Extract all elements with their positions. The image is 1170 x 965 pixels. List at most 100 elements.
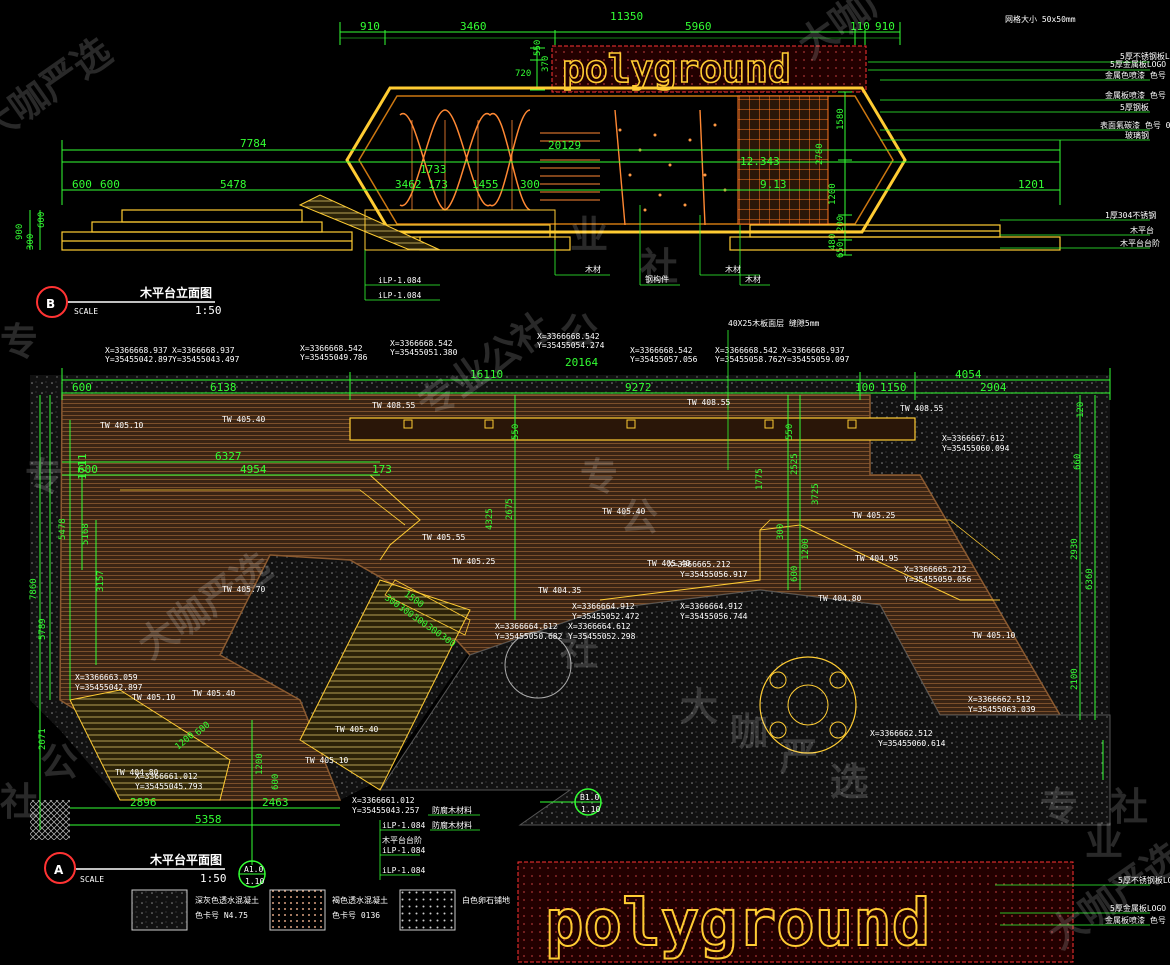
elev-mid-dim-3: 5478 (220, 178, 247, 191)
legend-0-sub: 色卡号 N4.75 (195, 910, 248, 920)
elev-right-dim-3: 200 (836, 216, 846, 232)
cm-23: Y=35455043.257 (352, 806, 420, 815)
tw-7: TW 405.25 (452, 557, 496, 566)
elev-left-vert-2: 600 (37, 212, 47, 228)
elev-mid-dim-11: 300 (520, 178, 540, 191)
plan-coord-5: Y=35455049.786 (300, 353, 368, 362)
ref-a-top: A1.0 (244, 865, 263, 874)
vd-22: 600 (271, 774, 281, 790)
ref-b-bot: 1.10 (581, 805, 600, 814)
cm-18: X=3366662.512 (870, 729, 933, 738)
vd-21: 1200 (255, 753, 265, 775)
cm-3: Y=35455056.917 (680, 570, 748, 579)
coords-mid: X=3366667.612 Y=35455060.094 X=3366665.2… (75, 434, 1036, 815)
plan-row2-dim-3: 4954 (240, 463, 267, 476)
tw-1: TW 405.40 (222, 415, 266, 424)
section-ref-a[interactable]: A1.0 1.10 (238, 720, 266, 888)
plan-coord-13: Y=35455058.762 (715, 355, 783, 364)
cm-16: X=3366662.512 (968, 695, 1031, 704)
elev-callout-6: 玻璃钢 (1125, 130, 1149, 140)
legend-2-label: 白色卵石铺地 (462, 895, 510, 905)
wm-3: 公 (560, 310, 598, 354)
plan-coord-4: X=3366668.542 (300, 344, 363, 353)
wm-2: 业 (570, 213, 608, 257)
plan-coord-10: X=3366668.542 (630, 346, 693, 355)
plan-bottom-dim-0: 2896 (130, 796, 157, 809)
elev-left-dim-0: 720 (515, 69, 531, 79)
section-b-scale-label: SCALE (74, 307, 98, 316)
legend-0-label: 深灰色透水混凝土 (195, 895, 259, 905)
cm-0: X=3366667.612 (942, 434, 1005, 443)
plan-view: 600 6138 16110 20164 9272 100 1150 4054 … (29, 318, 1111, 888)
section-a-scale: 1:50 (200, 872, 227, 885)
plan-top-dim-5: 100 (855, 381, 875, 394)
wm-11: 大 (680, 685, 718, 729)
cm-12: X=3366664.612 (568, 622, 631, 631)
logo-detail: 5960 550 polyground 5厚不锈钢板LOGO 5厚金属板LOGO… (517, 861, 1170, 963)
vd-6: 4325 (485, 508, 495, 530)
elev-mid-dim-2: 600 (100, 178, 120, 191)
section-ref-b[interactable]: B1.0 1.10 (540, 788, 602, 816)
section-b-letter: B (46, 297, 55, 311)
wm-1: 专 (0, 320, 38, 364)
plan-top-dim-6: 1150 (880, 381, 907, 394)
elev-note-3: 钢构件 (645, 274, 669, 284)
tw-11: TW 404.95 (855, 554, 899, 563)
vd-10: 3725 (811, 483, 821, 505)
vd-14: 550 (511, 424, 521, 440)
elev-mid-dim-10: 1455 (472, 178, 499, 191)
cm-2: X=3366665.212 (668, 560, 731, 569)
tw-3: TW 408.55 (687, 398, 731, 407)
plan-row2-dim-0: 1711 (76, 454, 89, 481)
vd-12: 6360 (1085, 568, 1095, 590)
vd-19: 600 (790, 566, 800, 582)
plan-coord-2: X=3366668.937 (172, 346, 235, 355)
elev-mid-dim-5: 20129 (548, 139, 581, 152)
cm-6: X=3366664.912 (572, 602, 635, 611)
elev-note-5: 木材 (745, 274, 761, 284)
elev-dim-top-1: 3460 (460, 20, 487, 33)
elev-logo: polyground (562, 47, 791, 91)
material-legend: 深灰色透水混凝土 色卡号 N4.75 褐色透水混凝土 色卡号 0136 白色卵石… (131, 889, 510, 931)
vd-1: 5478 (58, 518, 68, 540)
plan-bottom-dim-2: 5358 (195, 813, 222, 826)
paper-note: 网格大小 50x50mm (1005, 14, 1076, 24)
elev-mid-dim-6: 12.343 (740, 155, 780, 168)
plan-coord-12: X=3366668.542 (715, 346, 778, 355)
vd-8: 1775 (755, 468, 765, 490)
cm-11: Y=35455050.682 (495, 632, 563, 641)
wm-9: 社 (0, 780, 38, 824)
plan-callout-2: iLP-1.084 (382, 866, 426, 875)
plan-coord-8: X=3366668.542 (537, 332, 600, 341)
tw-8: TW 405.70 (222, 585, 266, 594)
ref-a-bot: 1.10 (245, 877, 264, 886)
cm-5: Y=35455059.056 (904, 575, 972, 584)
plan-coord-14: X=3366668.937 (782, 346, 845, 355)
wm-15: 专 (580, 455, 618, 499)
plan-row2-dim-4: 173 (372, 463, 392, 476)
elevation-view: 910 3460 11350 5960 110 910 网格大小 50x50mm… (15, 10, 1170, 318)
plan-coord-15: Y=35455059.097 (782, 355, 850, 364)
tw-10: TW 405.40 (192, 689, 236, 698)
plan-row2-dim-1: 600 (78, 463, 98, 476)
plan-top-dim-4: 9272 (625, 381, 652, 394)
vd-20: 1200 (801, 538, 811, 560)
logo-callout-1: 5厚金属板LOGO (1110, 903, 1166, 913)
elev-dim-top-5: 910 (875, 20, 895, 33)
elev-left-dim-2: 370 (541, 56, 551, 72)
plan-coord-3: Y=35455043.497 (172, 355, 240, 364)
elev-mid-dim-12: 9.13 (760, 178, 787, 191)
elev-mid-dim-7: 1733 (420, 163, 447, 176)
tw-0: TW 405.10 (100, 421, 144, 430)
vd-17: 660 (1073, 454, 1083, 470)
cm-15: Y=35455042.897 (75, 683, 143, 692)
plan-callout-1: iLP-1.084 (382, 846, 426, 855)
elev-dim-top-2: 11350 (610, 10, 643, 23)
plan-coord-11: Y=35455057.056 (630, 355, 698, 364)
elev-mid-dim-4: 1201 (1018, 178, 1045, 191)
elev-callout-3: 金属板喷漆 色号 0136 (1105, 90, 1170, 100)
wm-14: 选 (830, 760, 868, 804)
elev-mid-dim-9: 173 (428, 178, 448, 191)
cm-1: Y=35455060.094 (942, 444, 1010, 453)
